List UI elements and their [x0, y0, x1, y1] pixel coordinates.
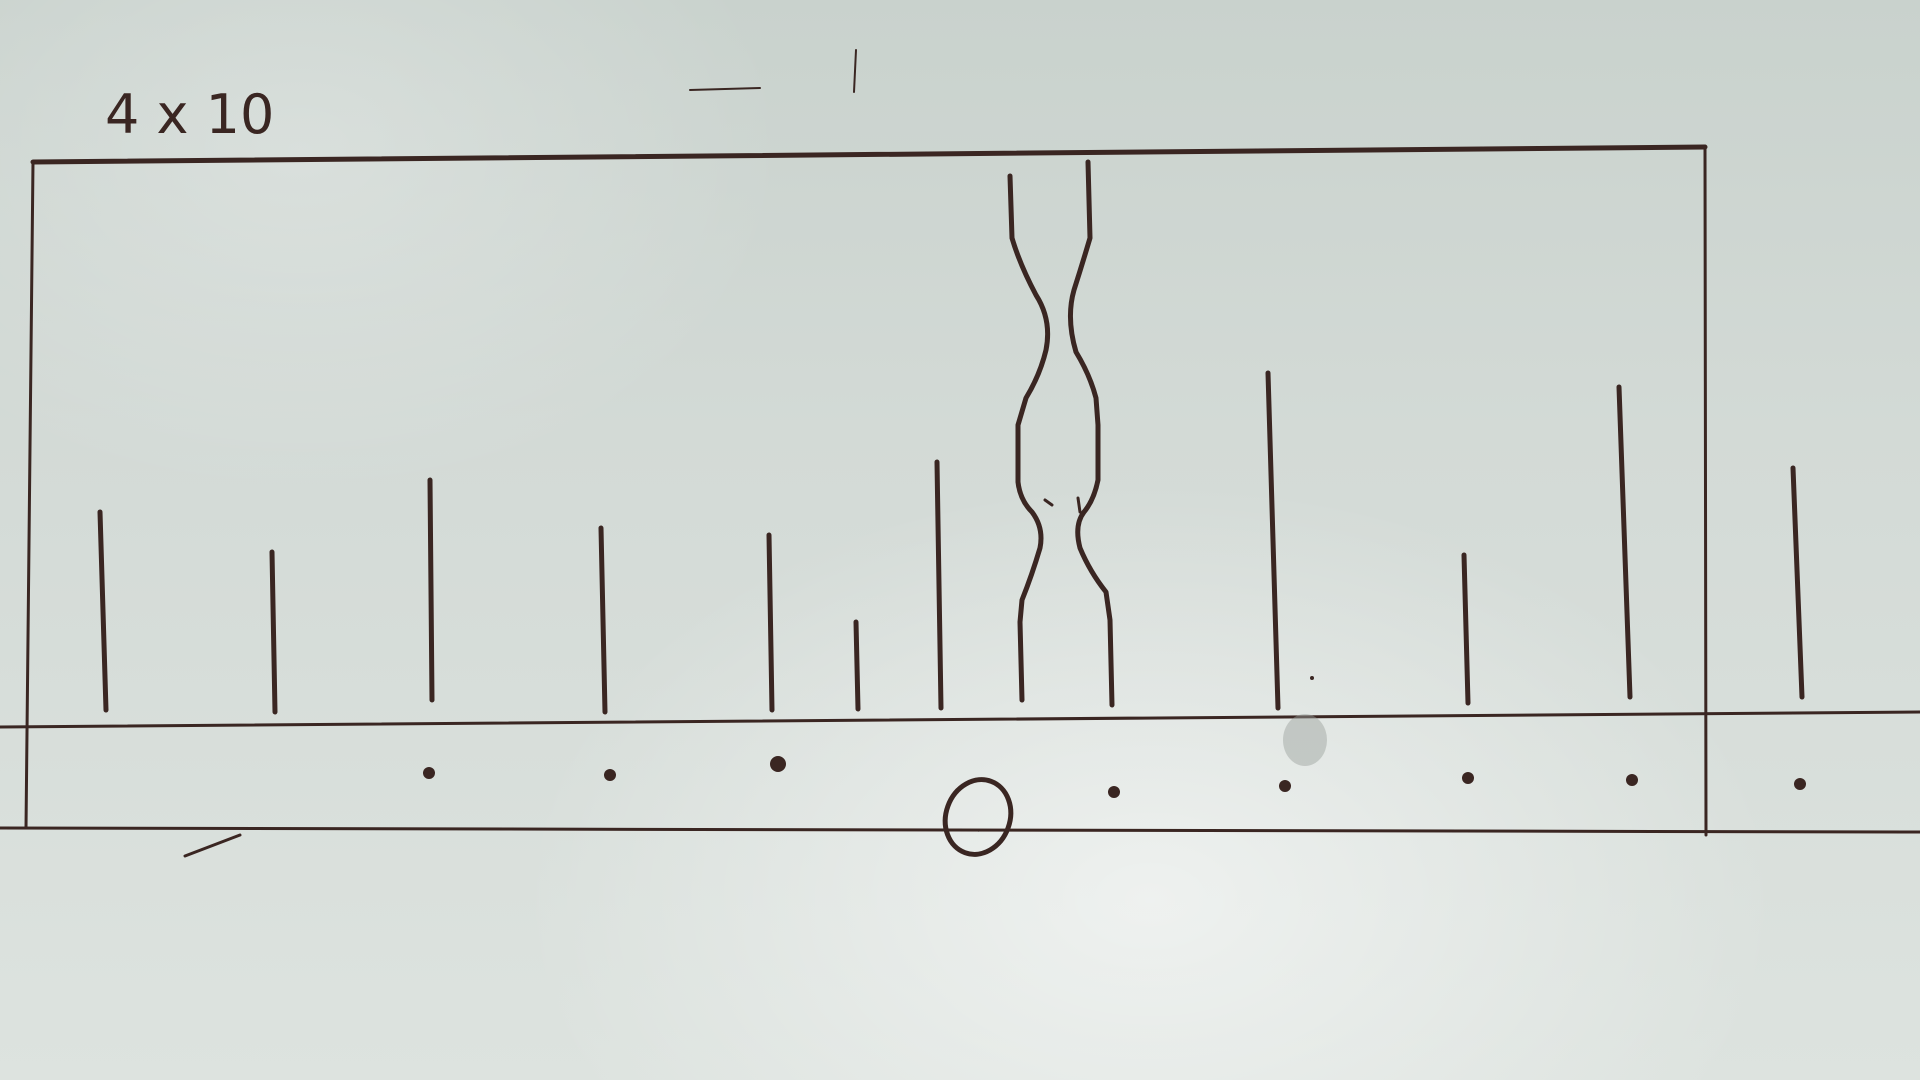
spectrum-line — [1461, 552, 1471, 706]
dot — [1108, 786, 1120, 798]
spectrum-line — [1616, 384, 1633, 700]
dot — [1462, 772, 1474, 784]
dot — [423, 767, 435, 779]
smudge — [1283, 714, 1327, 766]
reference-dots — [423, 676, 1806, 798]
spectrum-line — [1790, 465, 1805, 700]
spectrum-line — [1265, 370, 1281, 711]
box-top-edge — [30, 144, 1708, 165]
bottom-guide — [0, 826, 1920, 834]
spectrum-line — [427, 477, 435, 703]
spectrum-line — [598, 525, 608, 715]
dot — [1310, 676, 1314, 680]
spectrum-line — [269, 549, 278, 715]
magnification-label: 4 x 10 — [105, 83, 274, 146]
pencil-mark — [853, 49, 857, 93]
central-fringe-left — [1007, 173, 1051, 703]
spectrum-line — [766, 532, 775, 713]
dot — [1626, 774, 1638, 786]
dot — [604, 769, 616, 781]
spectrum-lines — [97, 370, 1805, 715]
fringe-mark — [1043, 498, 1054, 507]
pencil-mark — [689, 87, 761, 91]
baseline-guide — [0, 710, 1920, 729]
dot — [1279, 780, 1291, 792]
zero-marker-circle — [942, 777, 1014, 857]
spectrum-line — [97, 509, 109, 713]
spectrum-line — [853, 619, 861, 712]
pencil-tick — [183, 833, 242, 858]
fringe-mark — [1076, 496, 1082, 514]
spectrum-line — [934, 459, 944, 711]
dot — [1794, 778, 1806, 790]
box-right-edge — [1703, 145, 1708, 837]
zero-label: 0 — [978, 831, 979, 833]
box-left-edge — [24, 160, 35, 830]
central-fringe-right — [1068, 159, 1115, 708]
dot — [770, 756, 786, 772]
